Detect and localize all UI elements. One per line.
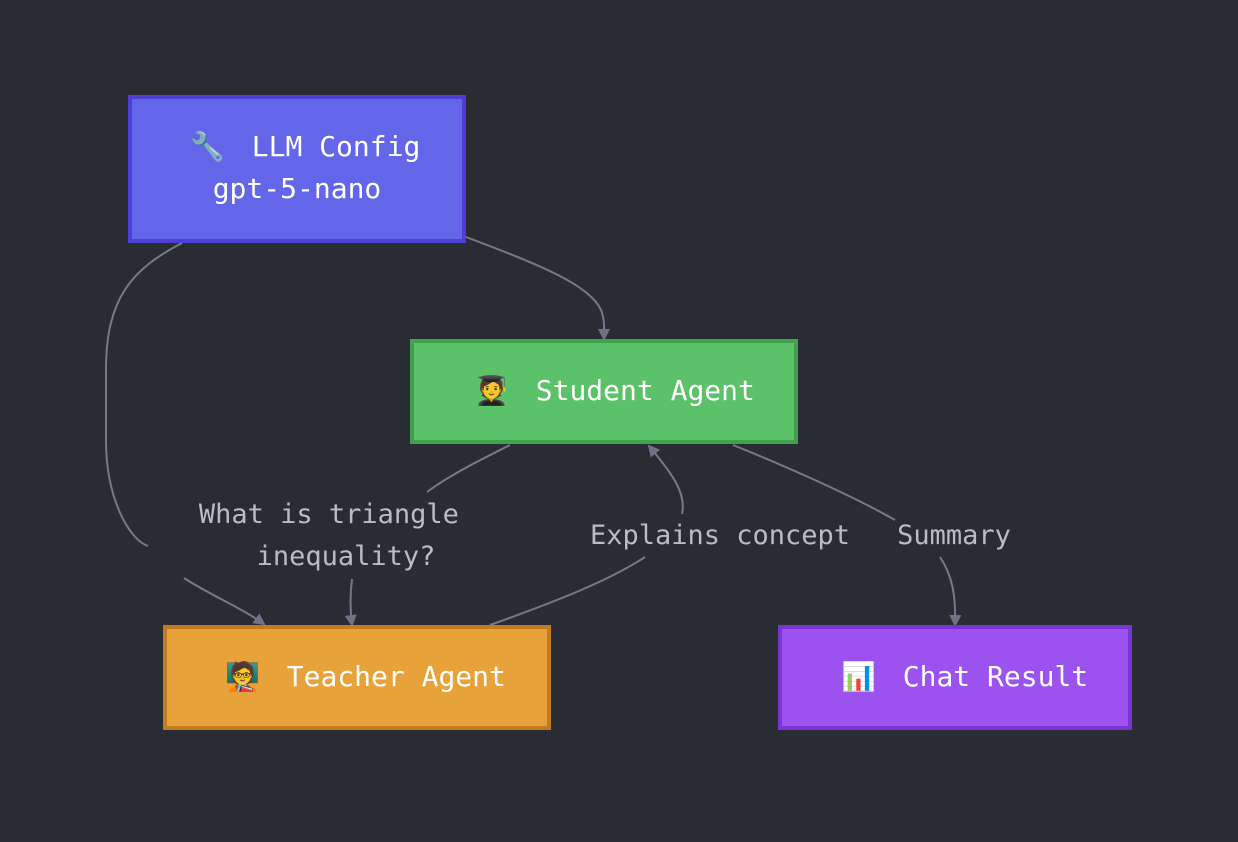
node-llm-config[interactable]: 🔧 LLM Config gpt-5-nano — [128, 95, 466, 243]
edge-label-explains: Explains concept — [590, 520, 850, 551]
node-student-agent-box — [412, 341, 796, 442]
node-llm-config-border — [128, 95, 466, 243]
node-teacher-agent-label: 🧑‍🏫 Teacher Agent — [225, 659, 506, 693]
node-student-agent-border — [410, 339, 798, 444]
node-student-agent[interactable]: 🧑‍🎓 Student Agent — [410, 339, 798, 444]
edge-student-to-result — [732, 444, 896, 521]
node-teacher-agent[interactable]: 🧑‍🏫 Teacher Agent — [163, 625, 551, 730]
wrench-icon: 🔧 — [190, 129, 225, 163]
edge-teacher-to-student — [489, 556, 646, 626]
node-llm-config-title: LLM Config — [252, 130, 421, 163]
edge-label-question-line2: inequality? — [257, 541, 436, 572]
edge-label-summary: Summary — [897, 520, 1011, 551]
edge-student-to-teacher — [426, 444, 511, 493]
node-student-agent-label: 🧑‍🎓 Student Agent — [474, 374, 755, 407]
node-chat-result-box — [780, 627, 1130, 728]
edge-labels: What is triangle inequality? Explains co… — [199, 499, 1011, 572]
node-llm-config-title-line: 🔧 LLM Config — [190, 129, 420, 163]
bar-chart-icon: 📊 — [841, 660, 876, 693]
node-chat-result-border — [778, 625, 1132, 730]
node-llm-config-subtitle: gpt-5-nano — [213, 172, 382, 205]
node-teacher-agent-title: Teacher Agent — [287, 660, 506, 693]
edges — [105, 236, 962, 627]
student-icon: 🧑‍🎓 — [474, 374, 509, 407]
node-student-agent-title: Student Agent — [536, 374, 755, 407]
edge-teacher-to-student-end — [647, 444, 684, 515]
edge-label-question: What is triangle inequality? — [199, 499, 475, 572]
node-teacher-agent-box — [165, 627, 549, 728]
teacher-icon: 🧑‍🏫 — [225, 659, 260, 693]
node-chat-result[interactable]: 📊 Chat Result — [778, 625, 1132, 730]
node-teacher-agent-border — [163, 625, 551, 730]
edge-student-to-teacher-end — [344, 578, 357, 627]
edge-label-question-line1: What is triangle — [199, 499, 459, 530]
edge-llm-to-student — [465, 236, 611, 341]
node-chat-result-label: 📊 Chat Result — [841, 660, 1088, 693]
node-llm-config-box — [130, 97, 464, 241]
edge-student-to-result-end — [939, 556, 962, 627]
edge-llm-to-teacher — [105, 242, 264, 624]
node-chat-result-title: Chat Result — [903, 660, 1088, 693]
